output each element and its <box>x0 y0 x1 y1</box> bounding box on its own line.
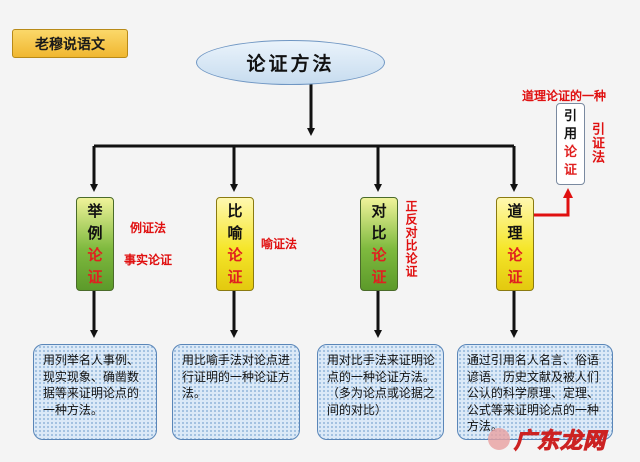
page-title: 论证方法 <box>196 40 385 85</box>
red-elbow-arrow <box>534 188 573 217</box>
method-2-char-1: 比 <box>227 202 243 220</box>
method-3-char-2: 比 <box>371 224 387 242</box>
desc-daoli: 通过引用名人名言、俗语谚语、历史文献及被人们公认的科学原理、定理、公式等来证明论… <box>457 344 613 440</box>
alias-zhengfan-duibi: 正反对比论证 <box>404 200 418 278</box>
method-box-jushi: 举 例 论 证 <box>76 197 114 291</box>
watermark-logo-icon <box>488 428 510 450</box>
method-3-char-1: 对 <box>371 202 387 220</box>
watermark-text: 广东龙网 <box>513 429 607 455</box>
alias-yinzhengfa: 引证法 <box>589 122 604 164</box>
desc-biyu: 用比喻手法对论点进行证明的一种论证方法。 <box>172 344 300 440</box>
desc-jushi: 用列举名人事例、现实现象、确凿数据等来证明论点的一种方法。 <box>33 344 157 440</box>
method-1-char-4: 证 <box>87 268 103 286</box>
method-1-char-2: 例 <box>87 224 103 242</box>
method-1-char-1: 举 <box>87 202 103 220</box>
method-box-yinyong: 引 用 论 证 <box>556 103 585 185</box>
method-3-char-3: 论 <box>371 246 387 264</box>
yinyong-char-1: 引 <box>563 109 577 124</box>
watermark: 广东龙网 <box>488 421 636 457</box>
method-4-char-3: 论 <box>507 246 523 264</box>
method-4-char-2: 理 <box>507 224 523 242</box>
method-box-duibi: 对 比 论 证 <box>360 197 398 291</box>
method-2-char-4: 证 <box>227 268 243 286</box>
method-box-biyu: 比 喻 论 证 <box>216 197 254 291</box>
brand-badge: 老穆说语文 <box>12 29 128 58</box>
method-2-char-2: 喻 <box>227 224 243 242</box>
method-1-char-3: 论 <box>87 246 103 264</box>
yinyong-char-2: 用 <box>563 127 577 142</box>
yinyong-char-3: 论 <box>563 145 577 160</box>
method-box-daoli: 道 理 论 证 <box>496 197 534 291</box>
alias-lizhengfa: 例证法 <box>130 221 167 235</box>
desc-duibi: 用对比手法来证明论点的一种论证方法。（多为论点或论据之间的对比） <box>317 344 444 440</box>
method-4-char-1: 道 <box>507 202 523 220</box>
alias-yuzhengfa: 喻证法 <box>261 237 298 251</box>
alias-shishi-lunzheng: 事实论证 <box>124 253 173 267</box>
yinyong-caption: 道理论证的一种 <box>522 89 607 103</box>
method-2-char-3: 论 <box>227 246 243 264</box>
method-4-char-4: 证 <box>507 268 523 286</box>
yinyong-char-4: 证 <box>563 163 577 178</box>
method-3-char-4: 证 <box>371 268 387 286</box>
